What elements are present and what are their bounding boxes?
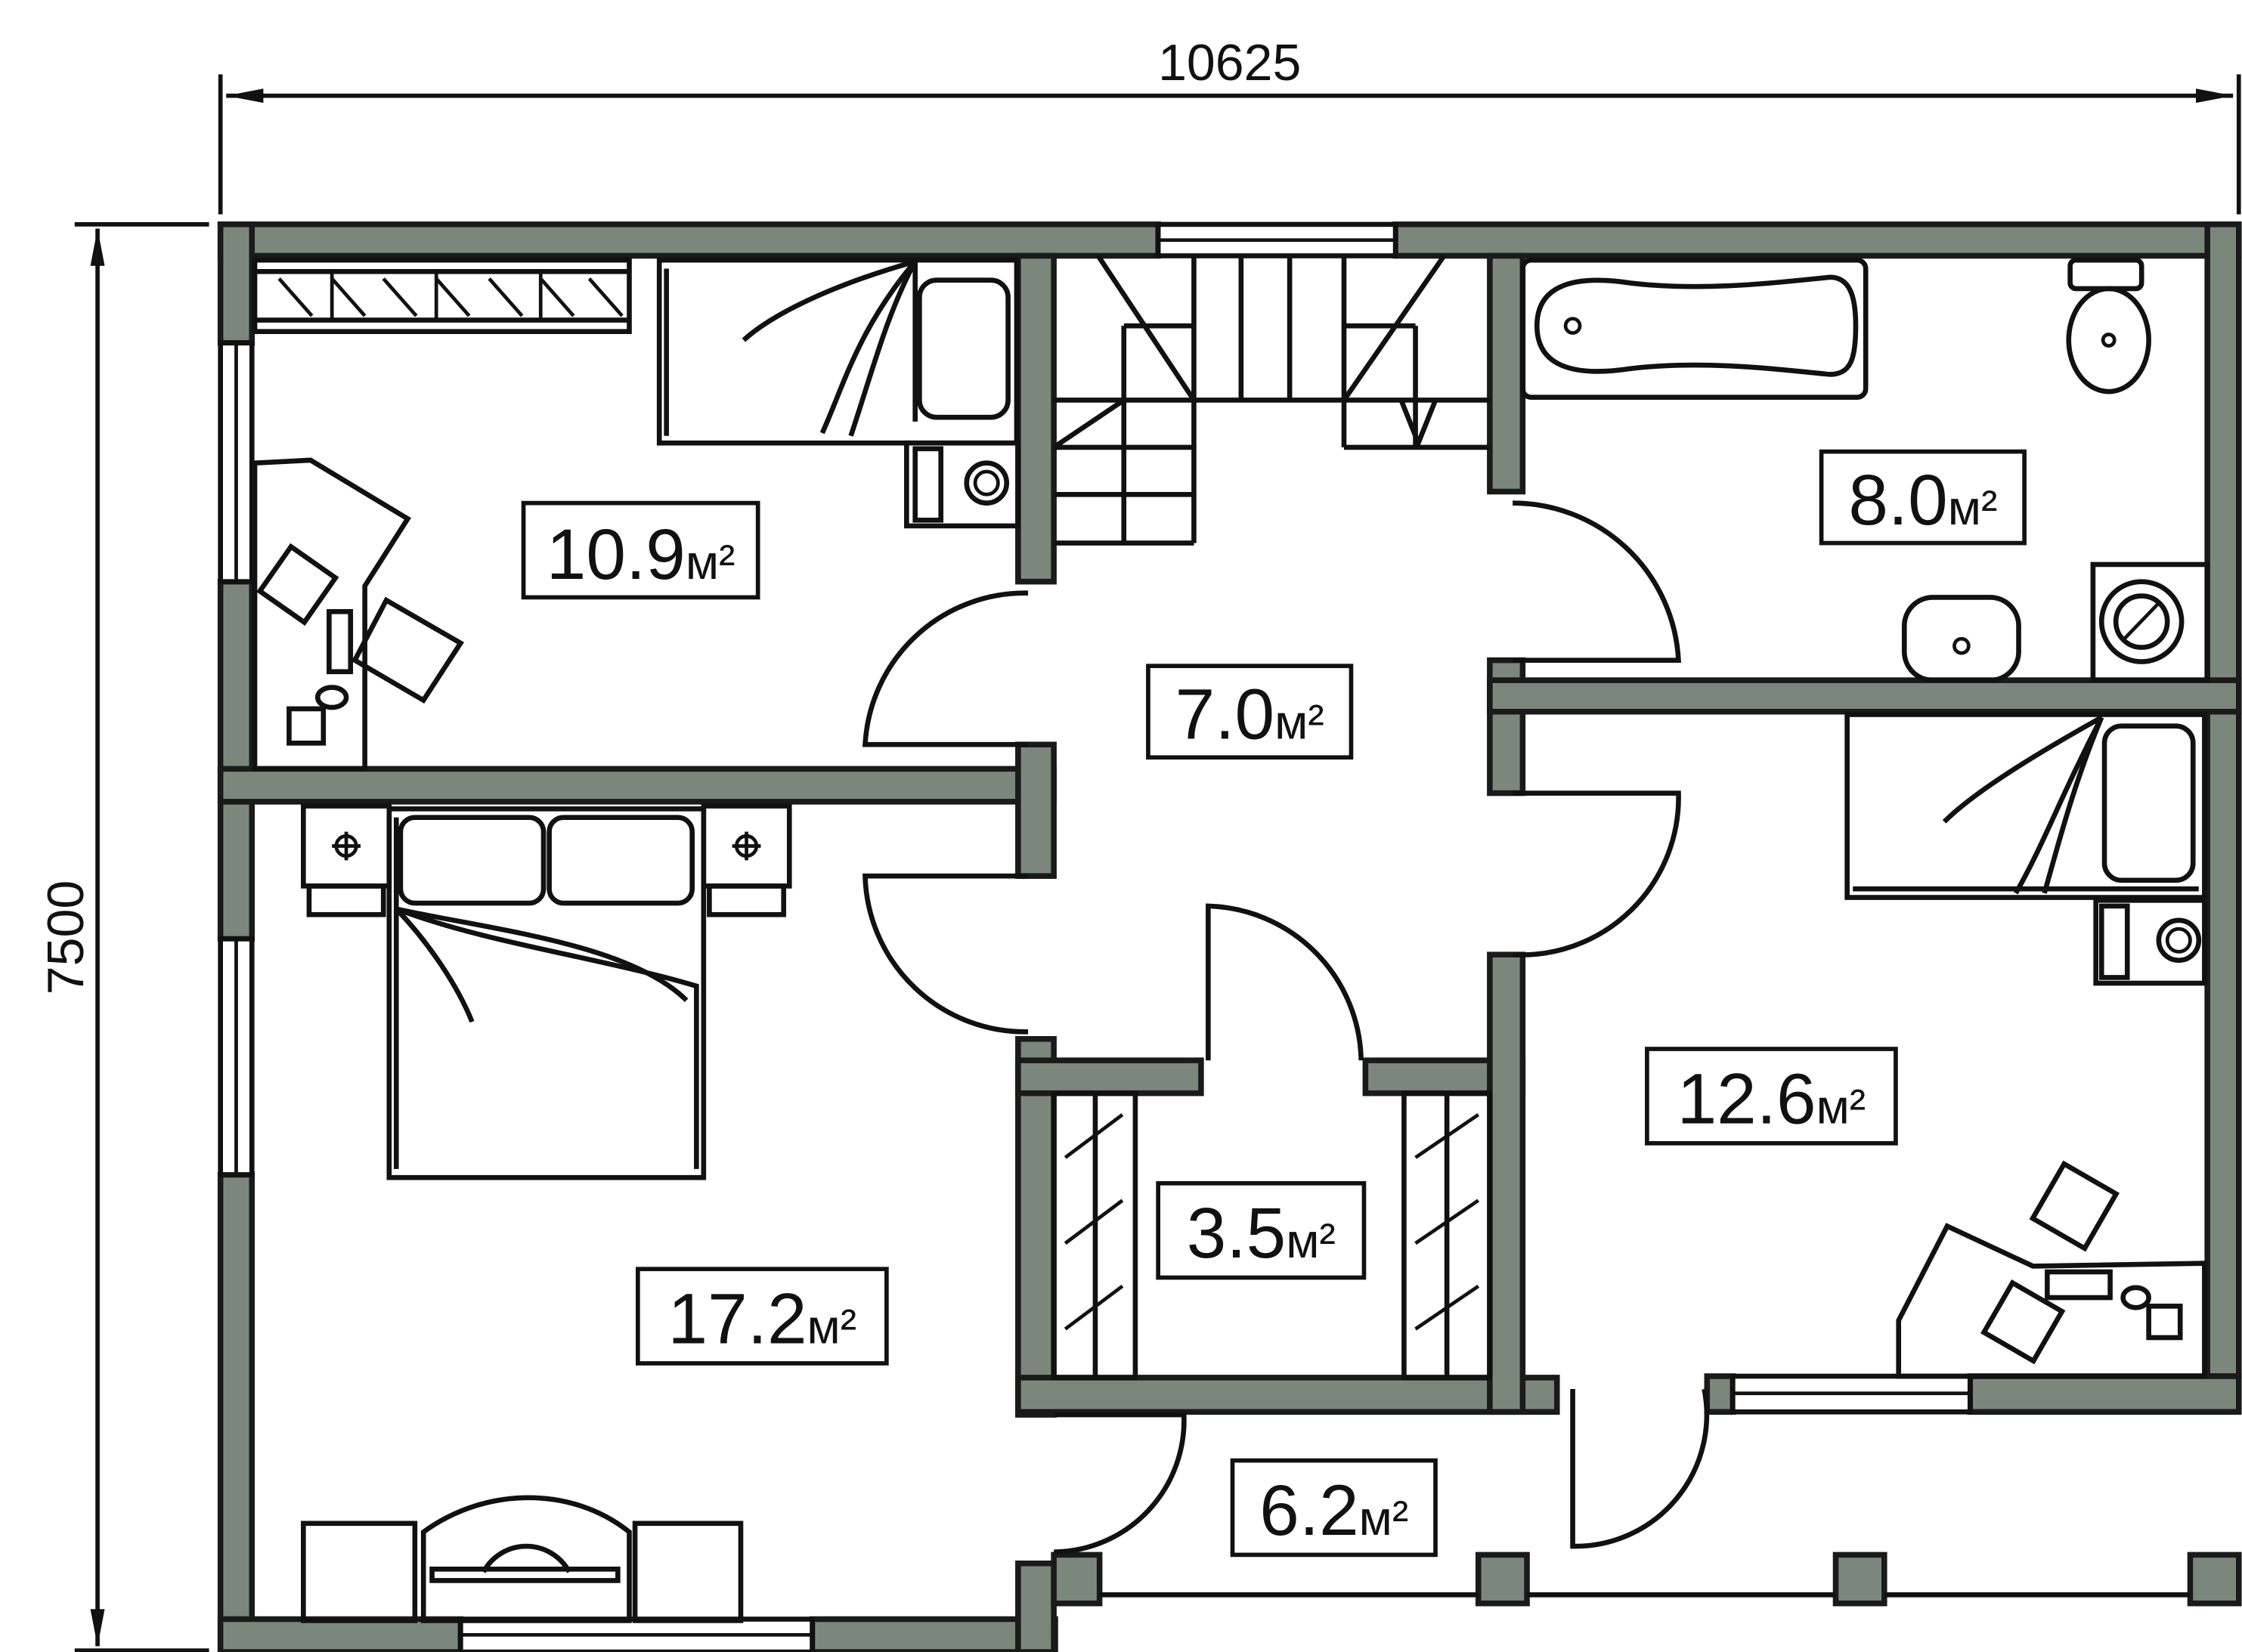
svg-text:17.2м²: 17.2м²: [668, 1279, 857, 1360]
area-value: 3.5: [1187, 1193, 1286, 1273]
room-bedroom-top-left-furniture: [252, 257, 1021, 772]
area-label-bedroom-top-left: 10.9м²: [521, 500, 760, 600]
area-value: 12.6: [1677, 1059, 1816, 1139]
stairs: [1052, 254, 1490, 546]
area-unit: м²: [1816, 1079, 1866, 1134]
room-bedroom-master-furniture: [301, 803, 792, 1623]
doors: [862, 500, 1710, 1555]
svg-text:8.0м²: 8.0м²: [1848, 460, 1997, 540]
area-unit: м²: [807, 1300, 857, 1354]
windows: [218, 221, 2191, 1652]
area-label-hall: 7.0м²: [1146, 664, 1354, 760]
area-unit: м²: [1274, 695, 1324, 750]
svg-text:3.5м²: 3.5м²: [1187, 1193, 1336, 1273]
height-dimension-label: 7500: [37, 880, 94, 995]
area-label-bedroom-right: 12.6м²: [1645, 1047, 1898, 1146]
width-dimension-label: 10625: [1158, 34, 1301, 91]
area-value: 10.9: [547, 515, 686, 595]
area-value: 7.0: [1175, 675, 1274, 755]
room-bathroom-furniture: [1520, 257, 2210, 683]
dimension-height: 7500: [37, 222, 209, 1652]
area-unit: м²: [1948, 481, 1998, 535]
area-value: 17.2: [668, 1279, 807, 1360]
area-label-balcony: 6.2м²: [1230, 1458, 1438, 1558]
svg-text:6.2м²: 6.2м²: [1259, 1471, 1408, 1551]
walls: [217, 221, 2242, 1652]
room-closet-furniture: [1051, 1091, 1493, 1381]
area-label-closet: 3.5м²: [1156, 1180, 1367, 1280]
area-unit: м²: [686, 535, 735, 589]
room-bedroom-right-furniture: [1844, 712, 2207, 1379]
area-label-bathroom: 8.0м²: [1819, 449, 2027, 546]
area-unit: м²: [1359, 1491, 1409, 1545]
area-unit: м²: [1286, 1214, 1336, 1268]
dimension-width: 10625: [218, 34, 2241, 215]
area-label-bedroom-master: 17.2м²: [636, 1267, 889, 1366]
svg-text:12.6м²: 12.6м²: [1677, 1059, 1866, 1139]
svg-text:10.9м²: 10.9м²: [547, 515, 735, 595]
svg-text:7.0м²: 7.0м²: [1175, 675, 1324, 755]
area-value: 6.2: [1259, 1471, 1358, 1551]
area-value: 8.0: [1848, 460, 1947, 540]
